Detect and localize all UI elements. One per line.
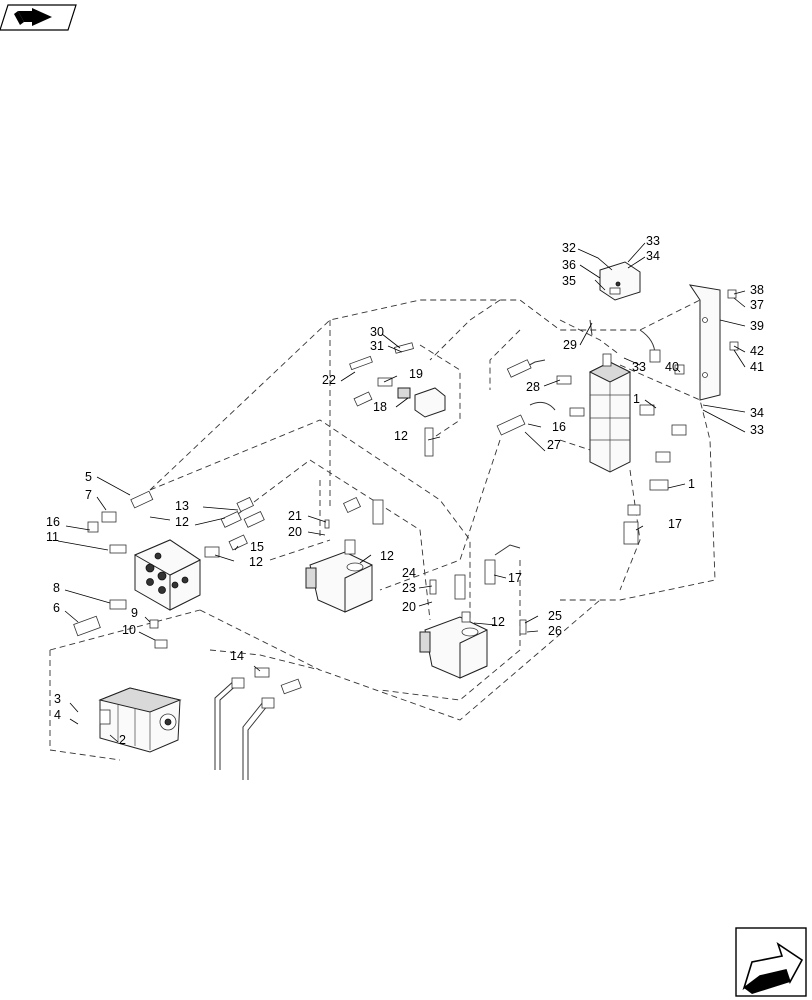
- callout-3: 3: [54, 692, 61, 706]
- callout-33-bracket: 33: [750, 423, 764, 437]
- callout-33-mid: 33: [632, 360, 646, 374]
- callout-11: 11: [46, 530, 59, 544]
- tandem-pump: [588, 353, 632, 473]
- callout-34-bracket: 34: [750, 406, 764, 420]
- gear-pump: [98, 687, 182, 753]
- filter-housing-lower: [419, 616, 488, 679]
- callout-23: 23: [402, 581, 416, 595]
- callout-20-upper: 20: [288, 525, 302, 539]
- callout-29: 29: [563, 338, 577, 352]
- callout-9: 9: [131, 606, 138, 620]
- callout-18: 18: [373, 400, 387, 414]
- callout-15: 15: [250, 540, 264, 554]
- callout-41: 41: [750, 360, 764, 374]
- hose-fittings: [73, 287, 739, 780]
- callout-35: 35: [562, 274, 576, 288]
- callout-31: 31: [370, 339, 384, 353]
- callout-8: 8: [53, 581, 60, 595]
- callout-12-left: 12: [175, 515, 189, 529]
- callout-39: 39: [750, 319, 764, 333]
- back-arrow-icon[interactable]: [0, 4, 77, 31]
- callout-5: 5: [85, 470, 92, 484]
- callout-40: 40: [665, 360, 679, 374]
- callout-38: 38: [750, 283, 764, 297]
- filter-housing-upper: [305, 551, 373, 613]
- callout-12-center: 12: [394, 429, 408, 443]
- callout-32: 32: [562, 241, 576, 255]
- callout-16-right: 16: [552, 420, 566, 434]
- leader-lines: [57, 242, 746, 743]
- forward-arrow-icon[interactable]: [735, 927, 807, 997]
- callout-2: 2: [119, 733, 126, 747]
- control-valve-block: [133, 539, 201, 611]
- pressure-switch-valve: [349, 342, 446, 457]
- callout-21: 21: [288, 509, 302, 523]
- callout-13: 13: [175, 499, 189, 513]
- callout-17-center: 17: [508, 571, 522, 585]
- callout-1-lower: 1: [688, 477, 695, 491]
- mounting-bracket: [688, 284, 721, 401]
- callout-6: 6: [53, 601, 60, 615]
- callout-10: 10: [122, 623, 136, 637]
- callout-labels: 1 1 2 3 4 5 6 7 8 9 10 11 12 12 12 12 12…: [46, 234, 764, 747]
- callout-22: 22: [322, 373, 336, 387]
- callout-14: 14: [230, 649, 244, 663]
- callout-34-top: 34: [646, 249, 660, 263]
- callout-27: 27: [547, 438, 561, 452]
- callout-19: 19: [409, 367, 423, 381]
- callout-1-upper: 1: [633, 392, 640, 406]
- callout-16-left: 16: [46, 515, 60, 529]
- callout-17-right: 17: [668, 517, 682, 531]
- callout-7: 7: [85, 488, 92, 502]
- callout-36: 36: [562, 258, 576, 272]
- callout-24: 24: [402, 566, 416, 580]
- callout-28: 28: [526, 380, 540, 394]
- callout-12-filter: 12: [380, 549, 394, 563]
- callout-25: 25: [548, 609, 562, 623]
- callout-12-lower-filter: 12: [491, 615, 505, 629]
- callout-42: 42: [750, 344, 764, 358]
- callout-12-left-lower: 12: [249, 555, 263, 569]
- callout-30: 30: [370, 325, 384, 339]
- callout-4: 4: [54, 708, 61, 722]
- callout-20-lower: 20: [402, 600, 416, 614]
- callout-37: 37: [750, 298, 764, 312]
- callout-33-top: 33: [646, 234, 660, 248]
- callout-26: 26: [548, 624, 562, 638]
